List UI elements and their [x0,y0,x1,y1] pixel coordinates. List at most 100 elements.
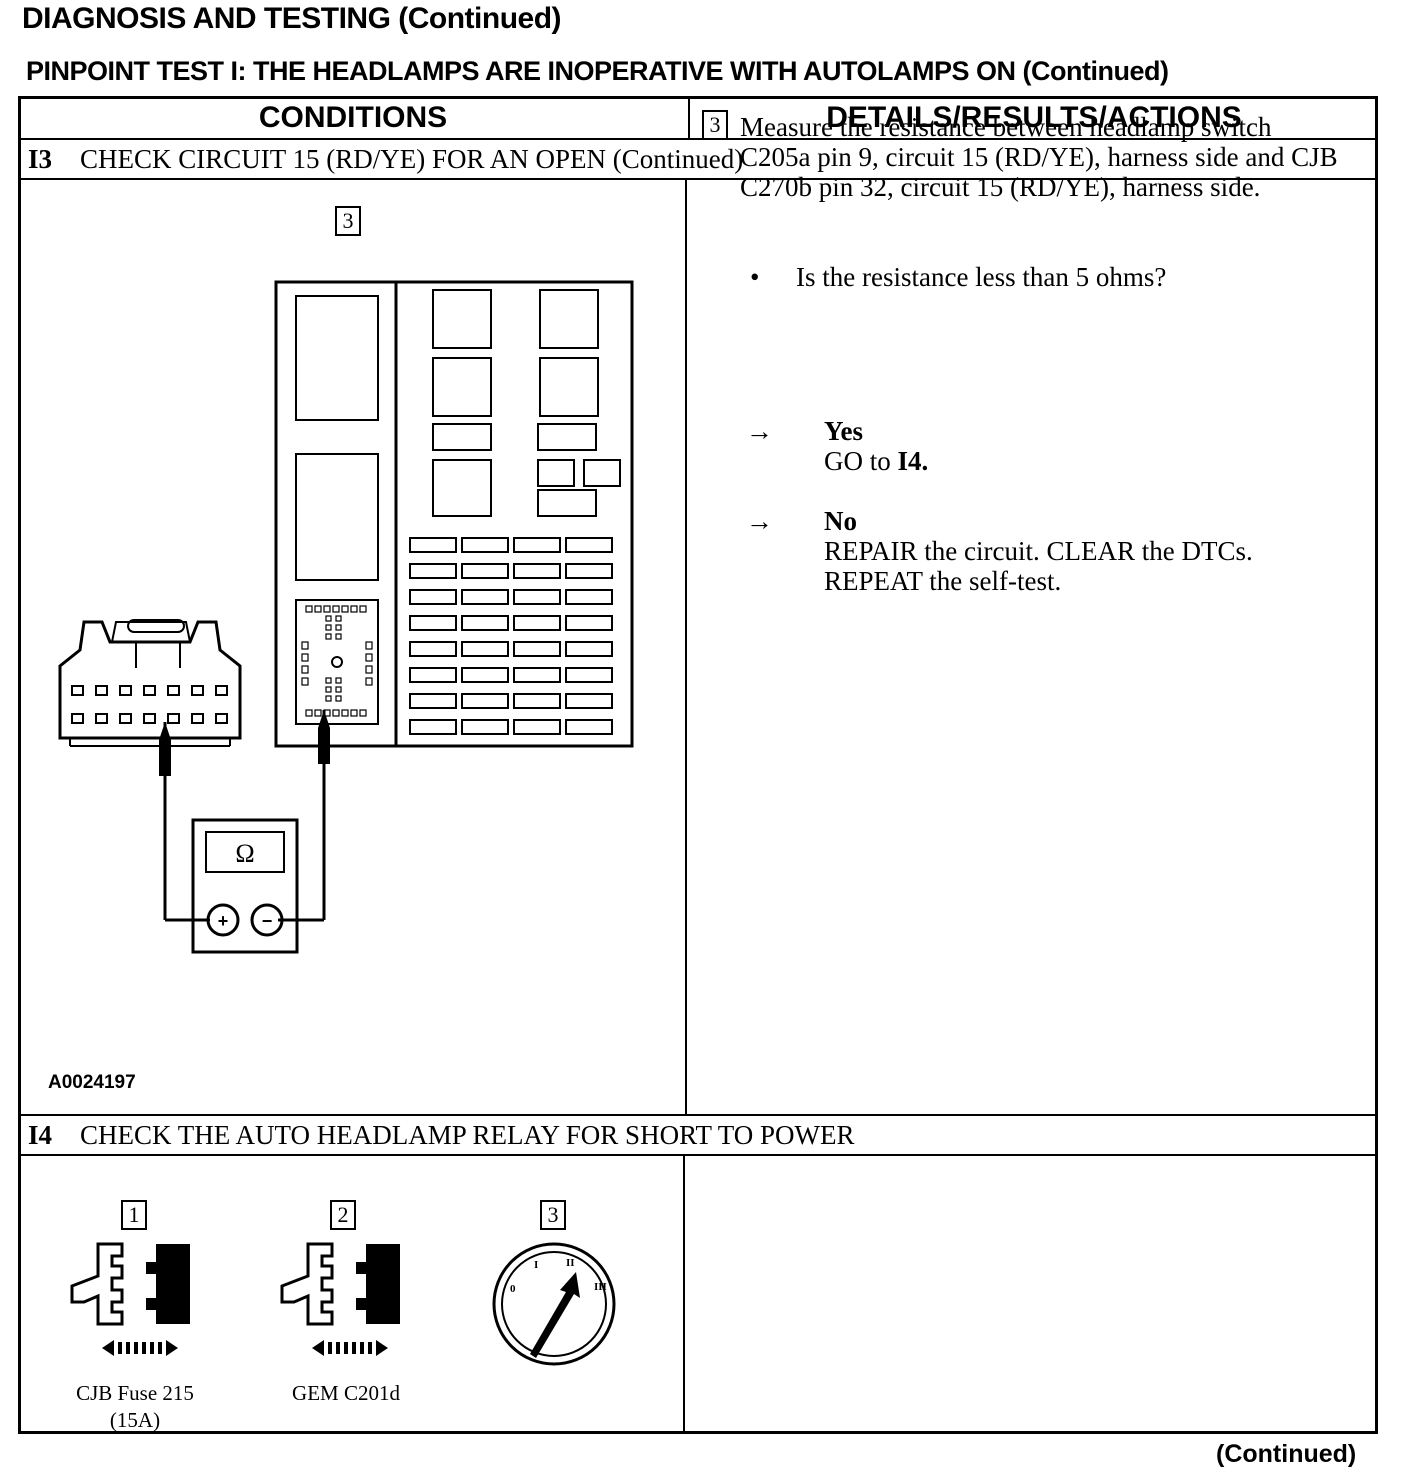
connector-pin [365,641,373,650]
fig1-caption-line2: (15A) [109,1408,161,1432]
connector-pin [95,685,108,696]
fuse-slot [565,563,613,579]
table-border-top [18,96,1378,99]
i3-detail-step-box: 3 [702,110,728,140]
fuse-slot [461,667,509,683]
table-border-bottom [18,1431,1378,1434]
column-header-details: DETAILS/RESULTS/ACTIONS [826,101,1242,134]
connector-pin [359,709,367,717]
no-label: No [824,506,857,536]
connector-pin [350,709,358,717]
i4-column-divider [683,1155,685,1432]
i4-figures: 0 I II III [70,1242,616,1366]
connector-pin [71,713,84,724]
c270b-connector [295,599,379,725]
fuse-slot [461,537,509,553]
connector-pin [301,665,309,674]
no-action-line2: REPEAT the self-test. [824,566,1062,596]
ignition-position-3: III [594,1281,607,1293]
connector-pin [325,695,332,702]
connector-pin [341,709,349,717]
step-i3-title: CHECK CIRCUIT 15 (RD/YE) FOR AN OPEN (Co… [80,144,744,174]
i3-title-rule [18,178,1378,180]
fuse-slot [565,719,613,735]
connector-pin [335,677,342,684]
fuse-slot [565,693,613,709]
yes-arrow-icon: → [746,416,773,446]
fig1-caption-line1: CJB Fuse 215 [76,1381,194,1405]
step-i4-id: I4 [28,1120,53,1150]
fuse-slot [461,719,509,735]
no-arrow-icon: → [746,506,773,536]
fuse-slot [409,589,457,605]
fuse-slot [513,589,561,605]
i4-fig1-step-box: 1 [121,1200,147,1230]
meter-probes [159,710,330,776]
fuse-slot [409,615,457,631]
connector-pin [71,685,84,696]
gem-connector-disconnect-icon [280,1242,400,1356]
connector-pin [191,713,204,724]
cjb-fuse-disconnect-icon [70,1242,190,1356]
i3-resistance-measurement-diagram: Ω + − [58,280,634,954]
fuse-slot [409,667,457,683]
connector-pin [335,633,342,640]
i3-figure-step-box: 3 [335,206,361,236]
connector-pin [167,685,180,696]
continued-label: (Continued) [1216,1440,1357,1468]
fuse-grid [409,537,613,735]
fuse-slot [513,615,561,631]
cjb-fuse-panel-outline [274,280,634,748]
fuse-slot [565,641,613,657]
yes-label: Yes [824,416,863,446]
ignition-position-0: 0 [510,1283,516,1295]
connector-pin [332,709,340,717]
meter-positive-terminal: + [218,911,229,931]
table-border-left [18,96,21,1434]
i4-fig3-step-box: 3 [540,1200,566,1230]
fuse-slot [409,537,457,553]
header-divider [688,96,690,139]
fuse-slot [461,693,509,709]
i3-column-divider [685,179,687,1115]
fuse-slot [513,563,561,579]
ignition-position-1: I [534,1259,538,1271]
yes-action-target: I4. [897,446,929,476]
connector-pin [119,685,132,696]
table-border-right [1375,96,1378,1434]
i4-top-rule [18,1114,1378,1116]
connector-pin [365,653,373,662]
connector-pin [314,605,322,613]
connector-pin [335,624,342,631]
connector-pin [305,709,313,717]
connector-pin [335,686,342,693]
fuse-slot [513,667,561,683]
page-title: DIAGNOSIS AND TESTING (Continued) [22,2,562,35]
ignition-position-2: II [566,1257,575,1269]
fuse-slot [461,615,509,631]
connector-pin [314,709,322,717]
no-action-line1: REPAIR the circuit. CLEAR the DTCs. [824,536,1253,566]
connector-pin [325,615,332,622]
yes-action-prefix: GO to [824,446,898,476]
connector-pin [332,605,340,613]
fuse-slot [565,615,613,631]
connector-pin [325,677,332,684]
fuse-slot [409,641,457,657]
fuse-slot [513,693,561,709]
connector-pin [325,686,332,693]
connector-pin [119,713,132,724]
meter-negative-terminal: − [262,911,273,931]
ohm-symbol: Ω [235,839,254,868]
connector-pin [350,605,358,613]
connector-pin [301,641,309,650]
fig1-caption: CJB Fuse 215 (15A) [60,1380,210,1434]
fig2-caption: GEM C201d [292,1381,400,1405]
fuse-slot [513,537,561,553]
connector-pin [301,653,309,662]
i4-fig2-step-box: 2 [330,1200,356,1230]
connector-pin [365,677,373,686]
